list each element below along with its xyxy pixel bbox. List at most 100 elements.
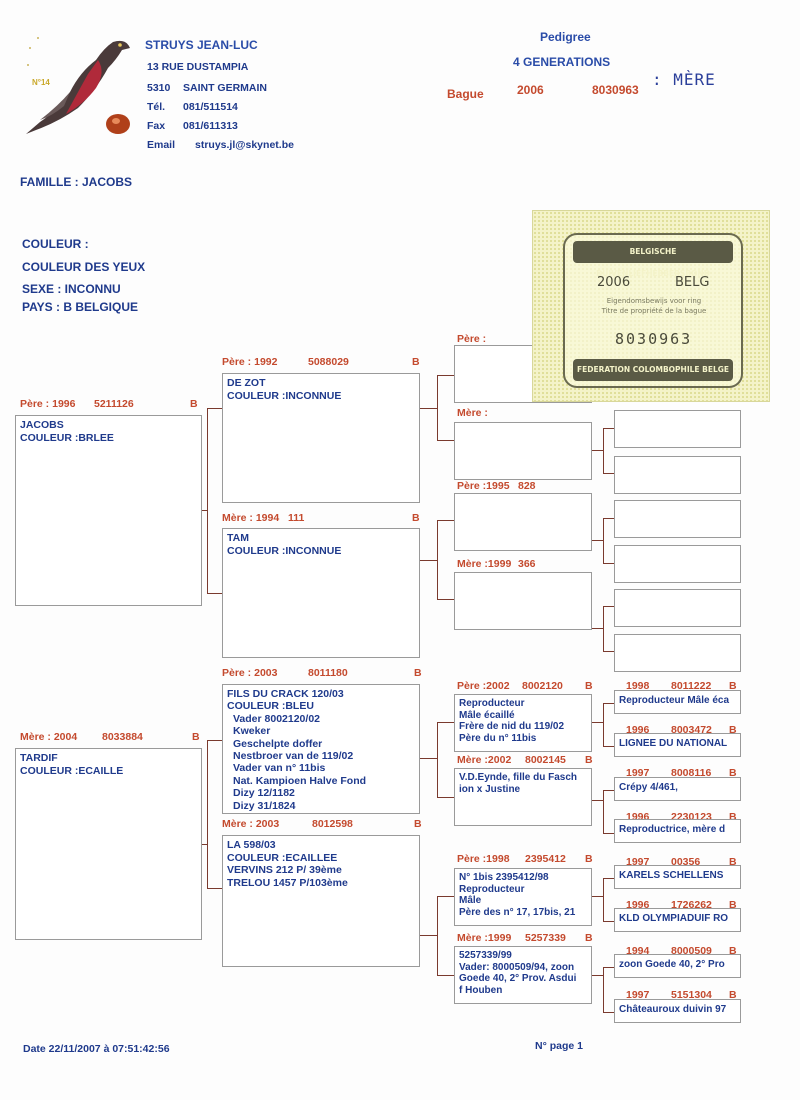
gen1-father-line: JACOBS bbox=[20, 419, 64, 431]
connector-line bbox=[603, 606, 604, 651]
connector-line bbox=[603, 473, 614, 474]
connector-line bbox=[592, 540, 603, 541]
logo-number: N°14 bbox=[32, 78, 50, 87]
connector-line bbox=[592, 722, 603, 723]
pedigree-title: Pedigree bbox=[540, 30, 591, 44]
connector-line bbox=[437, 797, 454, 798]
gen3-box bbox=[454, 422, 592, 480]
connector-line bbox=[437, 520, 454, 521]
gen3-line: V.D.Eynde, fille du Fasch bbox=[459, 772, 577, 783]
gen3-line: Reproducteur bbox=[459, 883, 525, 895]
stamp-year: 2006 bbox=[597, 275, 631, 290]
bague-year: 2006 bbox=[517, 83, 544, 97]
connector-line bbox=[207, 740, 208, 889]
connector-line bbox=[437, 375, 454, 376]
connector-line bbox=[603, 518, 604, 563]
gen3-ring: 2395412 bbox=[525, 853, 566, 865]
gen2-line: Dizy 31/1824 bbox=[233, 799, 296, 812]
connector-line bbox=[437, 896, 454, 897]
connector-line bbox=[592, 800, 603, 801]
gen4-box: KARELS SCHELLENS bbox=[614, 865, 741, 889]
gen2-ring: 8011180 bbox=[308, 667, 348, 679]
gen4-box bbox=[614, 456, 741, 494]
gen4-box bbox=[614, 589, 741, 627]
gen4-box: LIGNEE DU NATIONAL bbox=[614, 733, 741, 757]
gen3-line: Père du n° 11bis bbox=[459, 732, 537, 744]
gen1-mother-ring: 8033884 bbox=[102, 731, 143, 743]
connector-line bbox=[603, 703, 604, 746]
bague-number: 8030963 bbox=[592, 83, 639, 97]
connector-line bbox=[592, 450, 603, 451]
gen3-line: Goede 40, 2° Prov. Asdui bbox=[459, 973, 577, 984]
gen2-line: FILS DU CRACK 120/03 bbox=[227, 688, 344, 700]
gen2-ring: 8012598 bbox=[312, 818, 353, 830]
gen2-ring: 5088029 bbox=[308, 356, 349, 368]
gen4-sex: B bbox=[729, 680, 737, 692]
connector-line bbox=[603, 606, 614, 607]
gen3-label: Mère :2002 bbox=[457, 754, 512, 766]
connector-line bbox=[437, 599, 454, 600]
page-number: N° page 1 bbox=[535, 1040, 583, 1052]
connector-line bbox=[207, 888, 222, 889]
connector-line bbox=[207, 740, 222, 741]
gen2-label: Mère : 2003 bbox=[222, 818, 280, 830]
connector-line bbox=[592, 896, 603, 897]
gen2-line: LA 598/03 bbox=[227, 839, 276, 851]
connector-line bbox=[603, 1012, 614, 1013]
connector-line bbox=[603, 967, 604, 1012]
gen3-line: N° 1bis 2395412/98 bbox=[459, 872, 549, 883]
gen3-sex: B bbox=[585, 932, 593, 944]
gen3-ring: 5257339 bbox=[525, 932, 566, 944]
gen4-year: 1997 bbox=[626, 767, 650, 779]
gen2-label: Père : 1992 bbox=[222, 356, 278, 368]
connector-line bbox=[202, 510, 207, 511]
gen4-year: 1997 bbox=[626, 989, 650, 1001]
stamp-frame: BELGISCHE DUIVENLIEFHEBBERSBOND 2006 BEL… bbox=[563, 233, 743, 388]
gen3-sex: B bbox=[585, 754, 593, 766]
breeder-city: SAINT GERMAIN bbox=[183, 82, 267, 94]
connector-line bbox=[603, 878, 614, 879]
gen2-line: Dizy 12/1182 bbox=[233, 787, 295, 800]
gen4-sex: B bbox=[729, 856, 737, 868]
gen4-text: Reproductrice, mère d bbox=[619, 824, 726, 835]
gen3-line: Reproducteur bbox=[459, 698, 525, 709]
gen2-line: Nat. Kampioen Halve Fond bbox=[233, 774, 367, 787]
gen4-text: KARELS SCHELLENS bbox=[619, 870, 724, 881]
email-value: struys.jl@skynet.be bbox=[195, 139, 294, 151]
gen4-text: Reproducteur Mâle éca bbox=[619, 695, 730, 706]
breeder-postcode: 5310 bbox=[147, 82, 171, 94]
gen1-mother-sex: B bbox=[192, 731, 200, 743]
gen2-line: Geschelpte doffer bbox=[233, 737, 323, 750]
couleur-des-yeux: COULEUR DES YEUX bbox=[22, 260, 146, 274]
connector-line bbox=[603, 703, 614, 704]
connector-line bbox=[603, 746, 614, 747]
gen2-line: TRELOU 1457 P/103ème bbox=[227, 876, 348, 889]
gen4-box bbox=[614, 500, 741, 538]
gen3-label: Père :1995 bbox=[457, 480, 510, 492]
connector-line bbox=[603, 833, 614, 834]
couleur: COULEUR : bbox=[22, 237, 89, 251]
gen4-text: KLD OLYMPIADUIF RO bbox=[619, 913, 729, 924]
gen2-line: Vader 8002120/02 bbox=[233, 712, 320, 725]
gen3-label: Mère :1999 bbox=[457, 558, 512, 570]
gen1-mother-line: TARDIF bbox=[20, 752, 58, 764]
gen2-ring: 111 bbox=[288, 512, 305, 524]
gen2-sex: B bbox=[414, 667, 422, 679]
gen1-father-box: JACOBS COULEUR :BRLEE bbox=[15, 415, 202, 606]
bague-label: Bague bbox=[447, 87, 484, 101]
gen3-line: Père des n° 17, 17bis, 21 bbox=[459, 906, 576, 918]
connector-line bbox=[603, 878, 604, 921]
tel-value: 081/511514 bbox=[183, 101, 238, 113]
gen4-box bbox=[614, 545, 741, 583]
gen1-father-line: COULEUR :BRLEE bbox=[20, 431, 114, 444]
fax-label: Fax bbox=[147, 120, 166, 132]
gen4-ring: 8011222 bbox=[671, 680, 712, 692]
pedigree-generations: 4 GENERATIONS bbox=[513, 55, 611, 69]
gen2-line: VERVINS 212 P/ 39ème bbox=[227, 864, 342, 876]
gen4-box: Reproductrice, mère d bbox=[614, 819, 741, 843]
gen3-label: Mère :1999 bbox=[457, 932, 512, 944]
connector-line bbox=[420, 758, 437, 759]
